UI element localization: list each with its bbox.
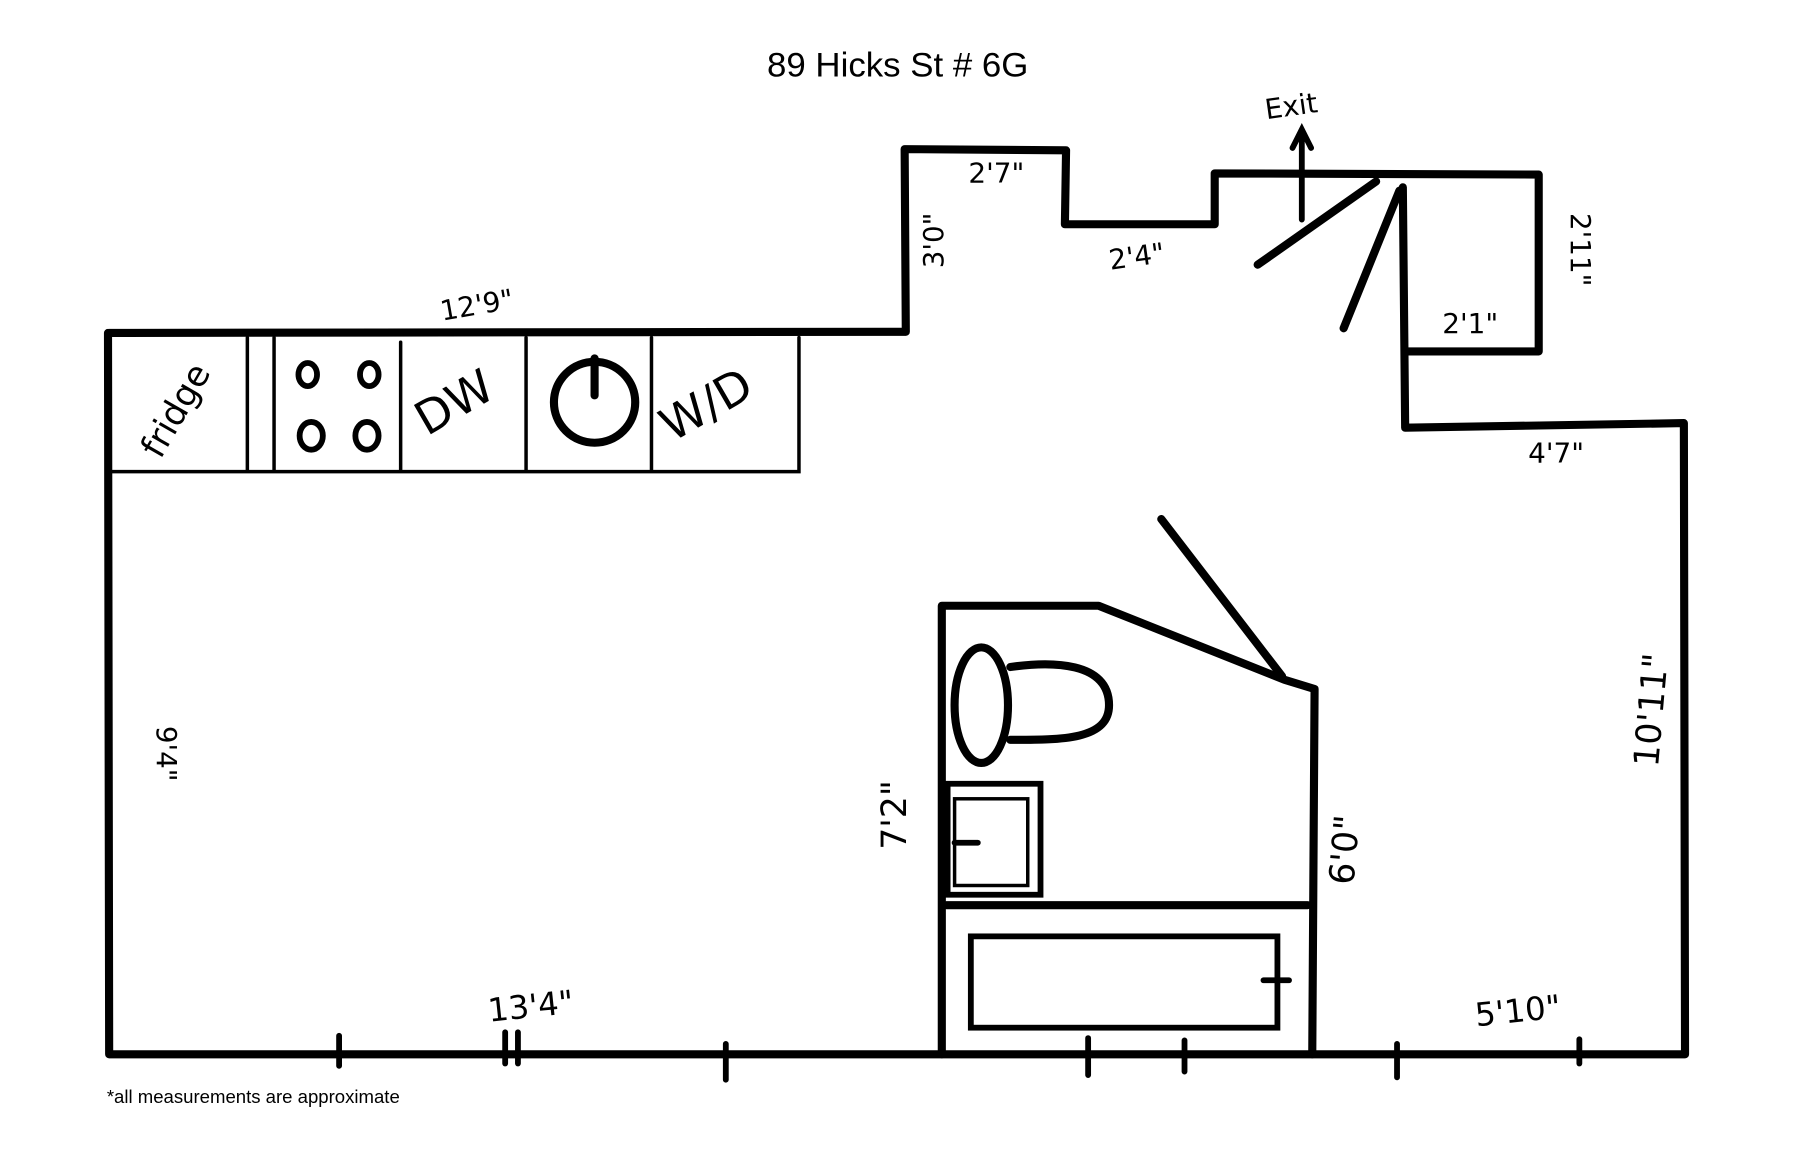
- exterior-wall: [103, 145, 1690, 1059]
- measure-bottom-right: 5'10": [1473, 988, 1562, 1035]
- measure-bath-left: 7'2": [875, 780, 915, 850]
- closet-door: [1339, 186, 1404, 333]
- toilet-icon: [950, 643, 1114, 768]
- bathtub-icon: [967, 933, 1292, 1031]
- measure-bottom-left: 13'4": [486, 983, 575, 1030]
- sink-icon: [549, 354, 640, 447]
- measure-notch-step: 2'4": [1107, 236, 1167, 276]
- exit-arrow: [1289, 123, 1315, 223]
- washer-dryer-label: W/D: [651, 357, 762, 452]
- measure-top-kitchen: 12'9": [438, 283, 516, 328]
- measure-right-step: 4'7": [1528, 436, 1584, 469]
- plan-title: 89 Hicks St # 6G: [767, 46, 1028, 84]
- wall-tick-marks: [336, 1029, 1583, 1083]
- measure-closet-bottom: 2'1": [1442, 307, 1498, 340]
- dishwasher-label: DW: [405, 359, 503, 446]
- footnote: *all measurements are approximate: [107, 1086, 400, 1107]
- measure-closet-side: 2'11": [1564, 213, 1597, 286]
- fridge-label: fridge: [133, 357, 219, 465]
- bathroom-door: [1157, 514, 1287, 681]
- exit-label: Exit: [1263, 86, 1320, 126]
- measure-notch-height: 3'0": [917, 213, 950, 269]
- measure-bath-right: 6'0": [1322, 813, 1368, 886]
- measure-right-wall: 10'11": [1627, 652, 1677, 769]
- kitchen-counter: [109, 335, 801, 474]
- vanity-sink: [944, 780, 1044, 898]
- measure-notch-top: 2'7": [968, 157, 1024, 190]
- measure-left-wall: 9'4": [150, 726, 183, 782]
- stove-burners: [295, 360, 382, 453]
- entry-door: [1253, 177, 1381, 269]
- bathroom-wall: [937, 601, 1319, 1059]
